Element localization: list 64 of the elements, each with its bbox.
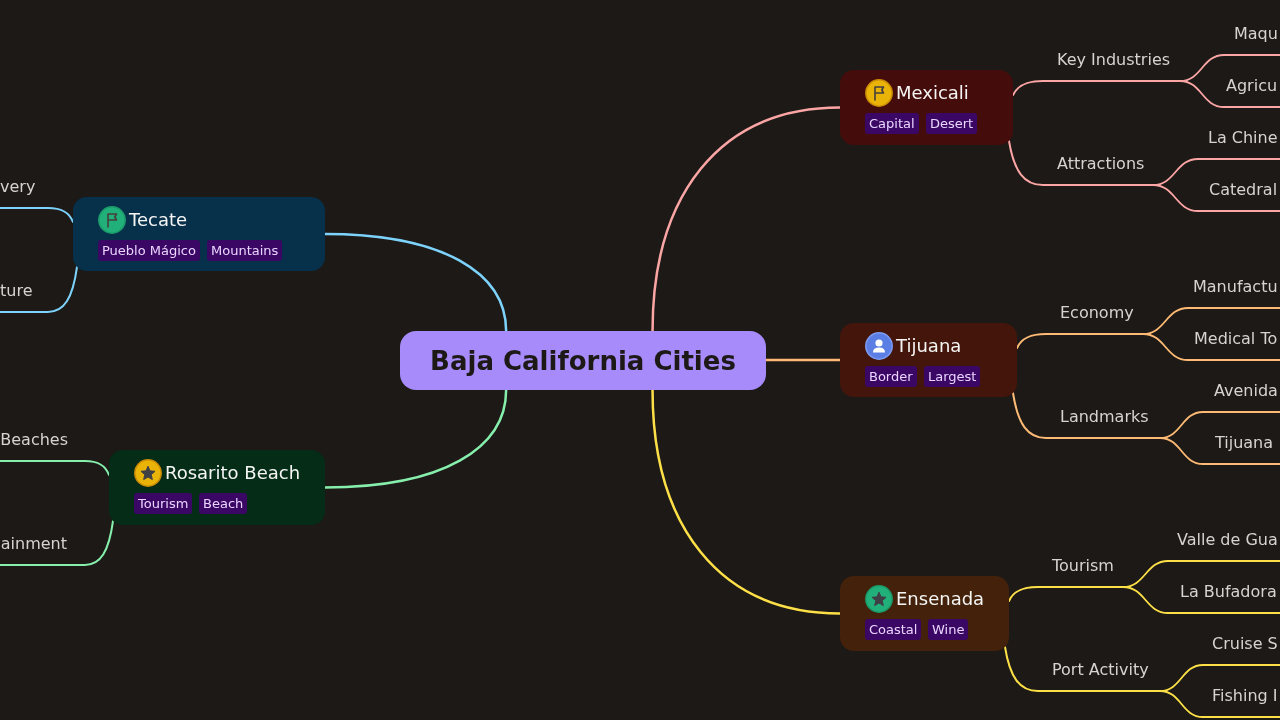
branch-line — [1016, 333, 1047, 349]
city-name: Tijuana — [896, 334, 962, 358]
branch-line — [1159, 437, 1204, 465]
branch-line — [651, 388, 842, 615]
branch-topic: Key Industries — [1043, 50, 1180, 82]
branch-topic: very — [0, 177, 48, 209]
city-card — [73, 197, 325, 271]
branch-line — [1142, 333, 1189, 361]
central-topic: Baja California Cities — [400, 331, 766, 390]
leaf-topic: Fishing I — [1203, 686, 1280, 718]
tag: Capital — [865, 113, 919, 134]
leaf-topic: La Chine — [1198, 128, 1280, 160]
leaf-topic: Avenida — [1203, 381, 1280, 413]
leaf-topic: Medical To — [1188, 329, 1280, 361]
tag: Coastal — [865, 619, 922, 640]
tag: Tourism — [134, 493, 193, 514]
city-card — [109, 450, 325, 525]
branch-topic: Port Activity — [1038, 660, 1160, 692]
branch-line — [1008, 586, 1039, 602]
city-card — [840, 576, 1009, 651]
branch-topic: Landmarks — [1046, 407, 1160, 439]
branch-topic: Attractions — [1043, 154, 1153, 186]
tag: Border — [865, 366, 917, 387]
branch-line — [1122, 586, 1169, 614]
city-name: Rosarito Beach — [165, 461, 301, 485]
branch-line — [1004, 646, 1039, 692]
branch-topic: Beaches — [0, 430, 85, 462]
leaf-topic: Valle de Gua — [1168, 530, 1280, 562]
branch-line — [1152, 184, 1199, 212]
city-name: Mexicali — [896, 81, 969, 105]
branch-line — [323, 388, 508, 489]
branch-line — [651, 106, 842, 333]
tag: Mountains — [207, 240, 283, 261]
branch-topic: ture — [0, 281, 48, 313]
leaf-topic: Agricu — [1224, 76, 1280, 108]
leaf-topic: Catedral — [1198, 180, 1280, 212]
city-name: Tecate — [129, 208, 188, 232]
tag: Largest — [924, 366, 981, 387]
leaf-topic: Maqu — [1224, 24, 1280, 56]
tag: Beach — [199, 493, 248, 514]
branch-topic: Tourism — [1038, 556, 1123, 588]
leaf-topic: Cruise S — [1203, 634, 1280, 666]
branch-line — [1012, 80, 1044, 96]
branch-line — [323, 232, 508, 333]
tag: Desert — [926, 113, 978, 134]
branch-line — [1179, 80, 1225, 108]
branch-line — [1159, 690, 1204, 718]
leaf-topic: Tijuana — [1203, 433, 1280, 465]
city-card — [840, 70, 1013, 145]
tag: Wine — [928, 619, 969, 640]
leaf-topic: La Bufadora — [1168, 582, 1280, 614]
branch-line — [84, 460, 110, 476]
branch-topic: Economy — [1046, 303, 1143, 335]
branch-line — [84, 520, 114, 566]
branch-topic: ainment — [0, 534, 85, 566]
branch-line — [1012, 392, 1047, 439]
branch-line — [1008, 140, 1044, 186]
branch-line — [47, 207, 74, 223]
branch-line — [47, 266, 78, 313]
branch-line — [764, 358, 842, 362]
city-name: Ensenada — [896, 587, 985, 611]
tag: Pueblo Mágico — [98, 240, 200, 261]
city-card — [840, 323, 1017, 397]
leaf-topic: Manufactu — [1188, 277, 1280, 309]
